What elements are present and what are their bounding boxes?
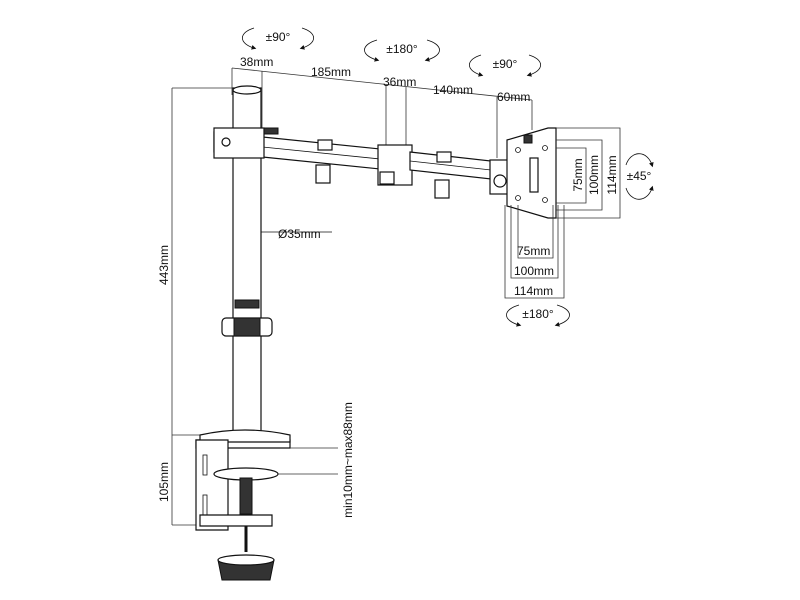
arm-dimension-lines: 38mm 185mm 36mm 140mm 60mm (231, 55, 533, 158)
arm-joint-knob (263, 127, 279, 135)
vesa-plate (506, 127, 557, 219)
pole-diameter-label: Ø35mm (278, 227, 321, 241)
vesa-horizontal-dimensions: 75mm 100mm 114mm (504, 205, 565, 299)
rotation-top-middle-label: ±180° (386, 42, 418, 56)
rotation-indicator-top-right: ±90° (469, 54, 541, 77)
pole-height-label: 443mm (157, 245, 171, 285)
vesa-horizontal-75: 75mm (517, 244, 550, 258)
vesa-vertical-dimensions: 75mm 100mm 114mm (556, 127, 621, 219)
pole-collar-lower (234, 299, 260, 309)
base-height-label: 105mm (157, 462, 171, 502)
dim-185mm: 185mm (311, 65, 351, 79)
arm-elbow-joint (377, 144, 413, 186)
rotation-indicator-right: ±45° (625, 153, 654, 200)
desk-clamp: min10mm~max88mm (195, 402, 355, 581)
clamp-lower-arm (199, 514, 273, 527)
clamp-screw-housing (239, 477, 253, 515)
vesa-vertical-100: 100mm (587, 155, 601, 195)
pole-cap (232, 85, 262, 95)
vesa-vertical-114: 114mm (605, 155, 619, 194)
cable-clip-1 (315, 164, 331, 184)
vesa-vertical-75: 75mm (571, 158, 585, 191)
arm-pole-joint (213, 127, 265, 159)
vesa-horizontal-100: 100mm (514, 264, 554, 278)
rotation-top-left-label: ±90° (266, 30, 291, 44)
rotation-right-label: ±45° (627, 169, 652, 183)
clamp-range-label: min10mm~max88mm (341, 402, 355, 518)
dim-36mm: 36mm (383, 75, 416, 89)
cable-clip-2-top (436, 151, 452, 163)
cable-clip-2 (434, 179, 450, 199)
rotation-indicator-bottom: ±180° (506, 304, 570, 327)
rotation-top-right-label: ±90° (493, 57, 518, 71)
pole-height-dimension: 443mm 105mm (157, 87, 236, 526)
dim-38mm: 38mm (240, 55, 273, 69)
dim-140mm: 140mm (433, 83, 473, 97)
dim-60mm: 60mm (497, 90, 530, 104)
clamp-body (195, 439, 229, 531)
rotation-bottom-label: ±180° (522, 307, 554, 321)
arm (213, 127, 511, 199)
rotation-indicator-top-left: ±90° (242, 27, 314, 50)
vesa-knob (523, 134, 533, 144)
vesa-horizontal-114: 114mm (514, 284, 553, 298)
height-adjust-ring-band (233, 317, 261, 337)
rotation-indicator-top-middle: ±180° (364, 39, 440, 62)
cable-clip-1-top (317, 139, 333, 151)
base-plate-top (199, 429, 291, 443)
